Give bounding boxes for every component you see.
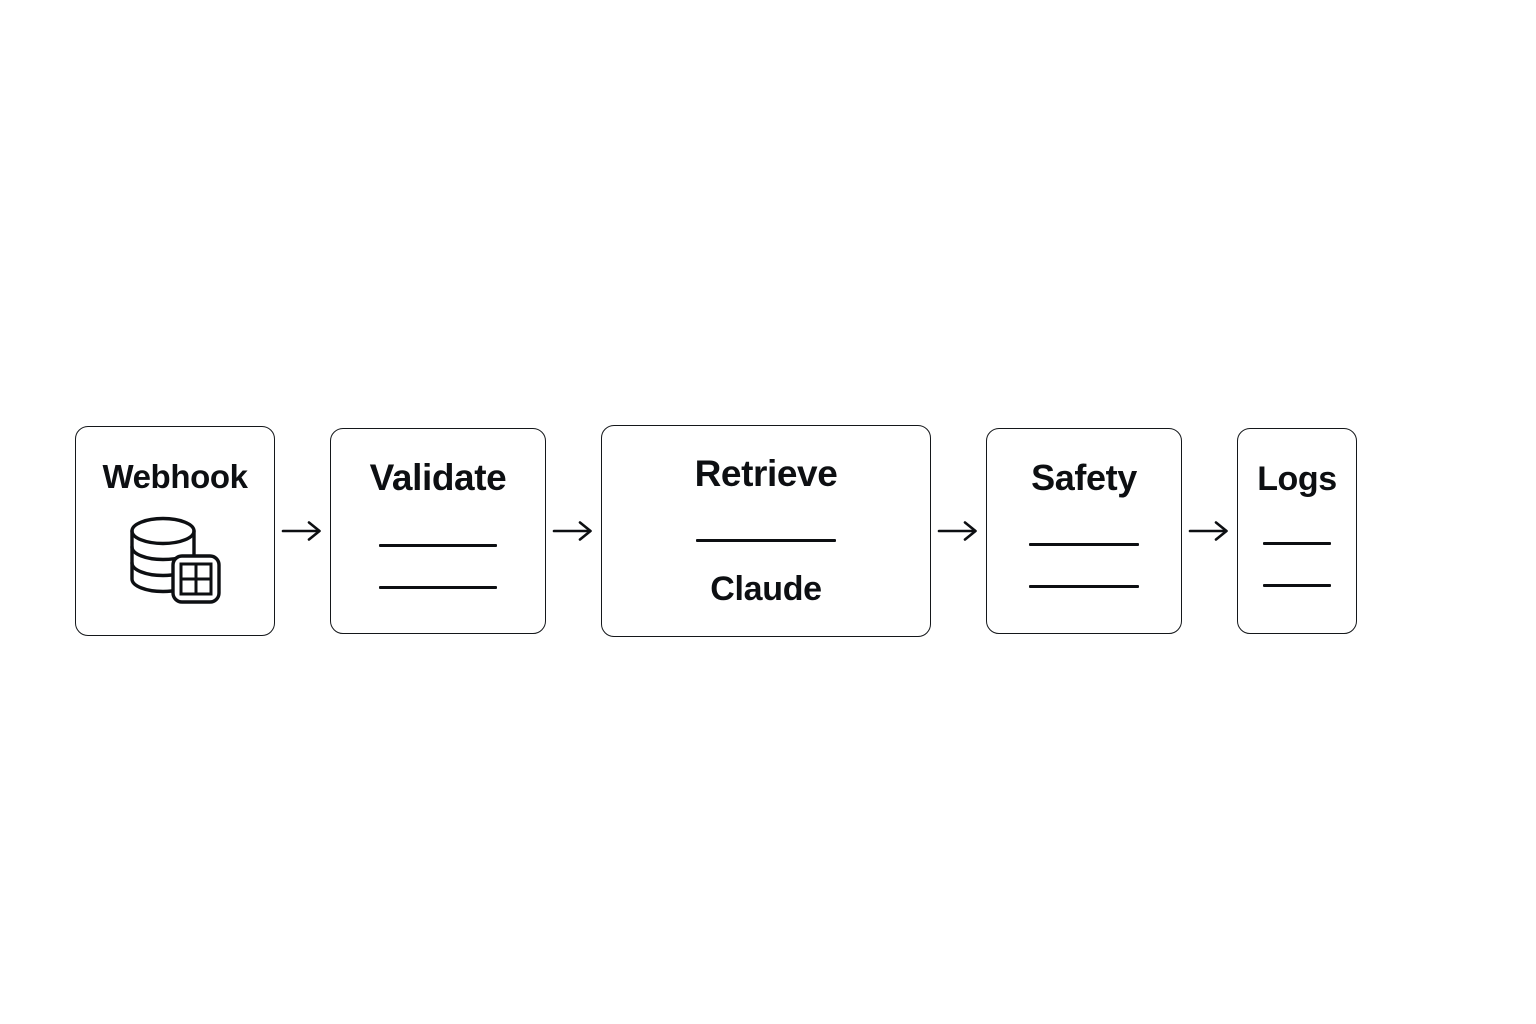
- arrow-right-icon: [937, 521, 977, 541]
- flow-node-subtitle: Claude: [710, 570, 822, 608]
- flow-node-rule: [379, 544, 497, 547]
- flow-node-logs[interactable]: Logs: [1237, 428, 1357, 634]
- flow-node-title: Retrieve: [694, 453, 838, 494]
- flow-node-safety[interactable]: Safety: [986, 428, 1182, 634]
- arrow-right-icon: [552, 521, 592, 541]
- flow-node-rule: [1263, 584, 1331, 587]
- flow-node-rule: [1263, 542, 1331, 545]
- flow-node-webhook[interactable]: Webhook: [75, 426, 275, 636]
- flow-node-validate[interactable]: Validate: [330, 428, 546, 634]
- flow-node-title: Webhook: [102, 458, 248, 495]
- flow-arrow-validate-to-retrieve: [546, 519, 601, 543]
- flow-node-title: Safety: [1031, 457, 1137, 498]
- flow-node-rule: [696, 539, 836, 542]
- flow-node-title: Validate: [369, 457, 507, 498]
- flow-node-rule: [379, 586, 497, 589]
- flow-arrow-retrieve-to-safety: [931, 519, 986, 543]
- flow-arrow-webhook-to-validate: [275, 519, 330, 543]
- flow-node-retrieve[interactable]: Retrieve Claude: [601, 425, 931, 637]
- flow-node-rule: [1029, 543, 1139, 546]
- flow-node-rule: [1029, 585, 1139, 588]
- flow-arrow-safety-to-logs: [1182, 519, 1237, 543]
- database-table-icon: [130, 516, 221, 604]
- pipeline-flow-diagram: Webhook Validate Ret: [75, 425, 1361, 637]
- flow-node-title: Logs: [1257, 460, 1337, 498]
- arrow-right-icon: [1188, 521, 1228, 541]
- arrow-right-icon: [281, 521, 321, 541]
